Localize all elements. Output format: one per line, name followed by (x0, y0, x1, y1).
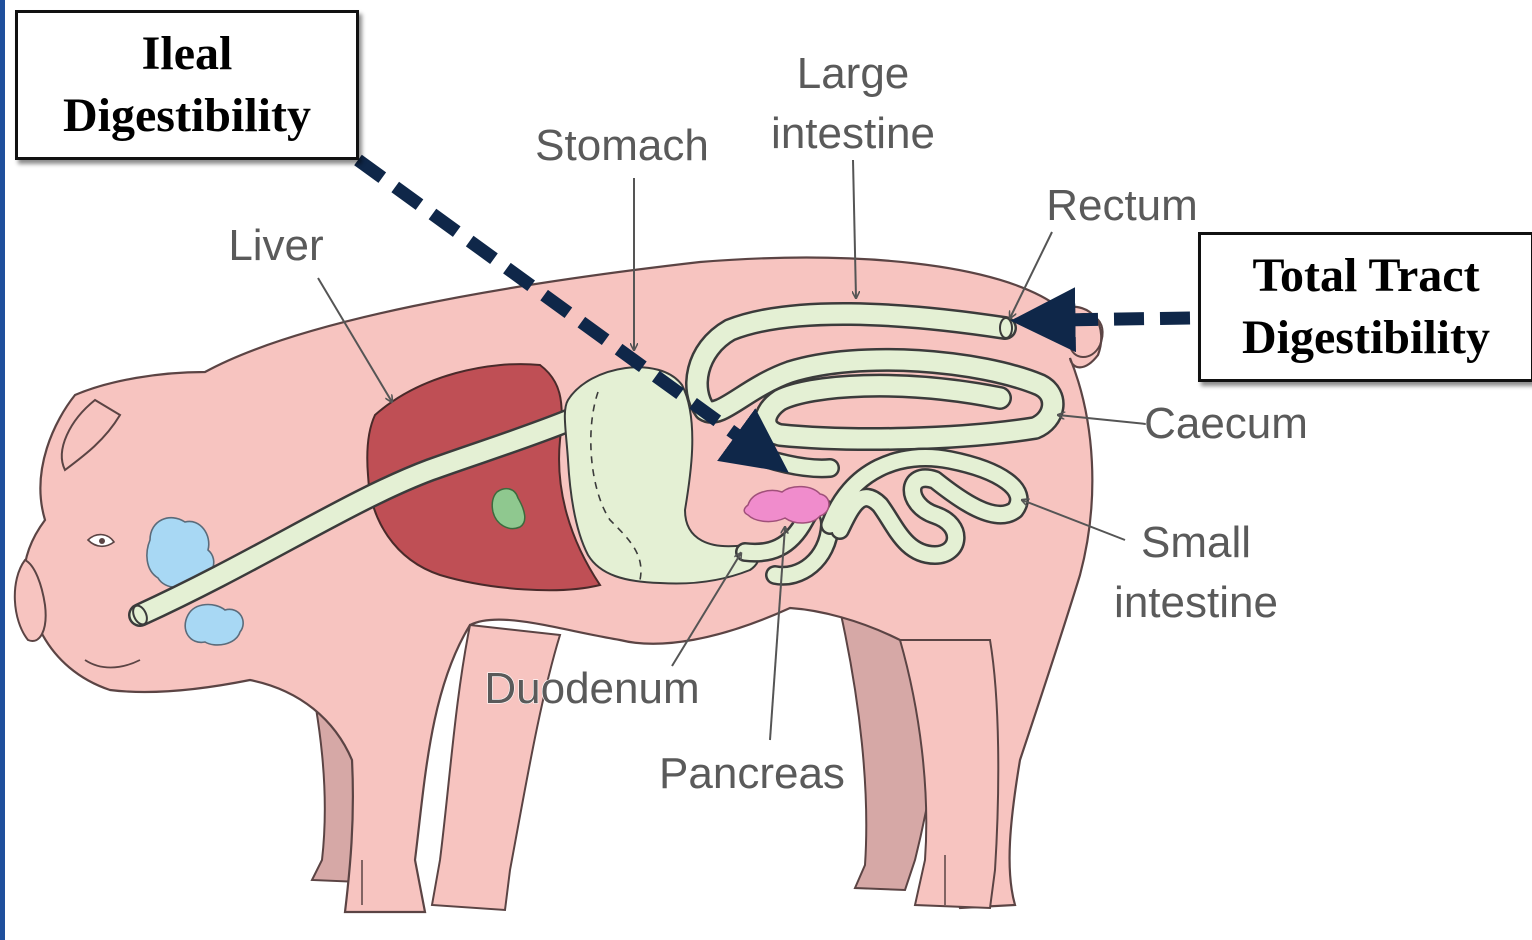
salivary-gland-lower (185, 605, 243, 645)
callout-total-tract-digestibility: Total Tract Digestibility (1198, 232, 1532, 382)
label-caecum: Caecum (1144, 399, 1308, 448)
label-pancreas: Pancreas (659, 749, 845, 798)
label-duodenum: Duodenum (484, 664, 699, 713)
callout-total-line2: Digestibility (1201, 307, 1531, 369)
callout-ileal-line2: Digestibility (18, 85, 356, 147)
label-small-intestine-line2: intestine (1114, 578, 1278, 627)
label-stomach: Stomach (535, 121, 709, 170)
label-small-intestine-line1: Small (1141, 518, 1251, 567)
label-large-intestine-line1: Large (797, 49, 910, 98)
label-rectum: Rectum (1046, 181, 1198, 230)
label-large-intestine-line2: intestine (771, 109, 935, 158)
callout-ileal-line1: Ileal (18, 23, 356, 85)
label-liver: Liver (228, 221, 323, 270)
total-tract-arrow (1056, 318, 1190, 320)
callout-ileal-digestibility: Ileal Digestibility (15, 10, 359, 160)
callout-total-line1: Total Tract (1201, 245, 1531, 307)
